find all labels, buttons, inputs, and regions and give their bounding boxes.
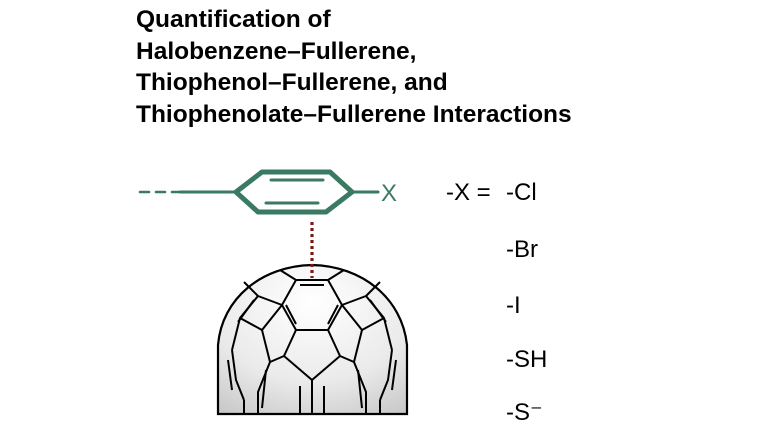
ring-outline bbox=[233, 169, 355, 215]
benzene-ring bbox=[138, 169, 380, 215]
substituent-intro: -X = bbox=[446, 179, 491, 206]
substituent-item-cl: -Cl bbox=[506, 179, 537, 206]
substituent-item-sh: -SH bbox=[506, 346, 548, 373]
figure-title: Quantification of Halobenzene–Fullerene,… bbox=[136, 4, 572, 130]
title-line-1: Quantification of bbox=[136, 6, 331, 33]
fullerene bbox=[216, 263, 409, 416]
fullerene-cage bbox=[227, 269, 397, 414]
title-line-3: Thiophenol–Fullerene, and bbox=[136, 69, 448, 96]
title-line-4: Thiophenolate–Fullerene Interactions bbox=[136, 100, 572, 128]
substituent-item-i: -I bbox=[506, 292, 521, 319]
substituent-item-s-minus: -S⁻ bbox=[506, 399, 543, 426]
title-line-2: Halobenzene–Fullerene, bbox=[136, 37, 417, 65]
ring-substituent-label: X bbox=[381, 180, 397, 207]
substituent-item-br: -Br bbox=[506, 236, 538, 263]
